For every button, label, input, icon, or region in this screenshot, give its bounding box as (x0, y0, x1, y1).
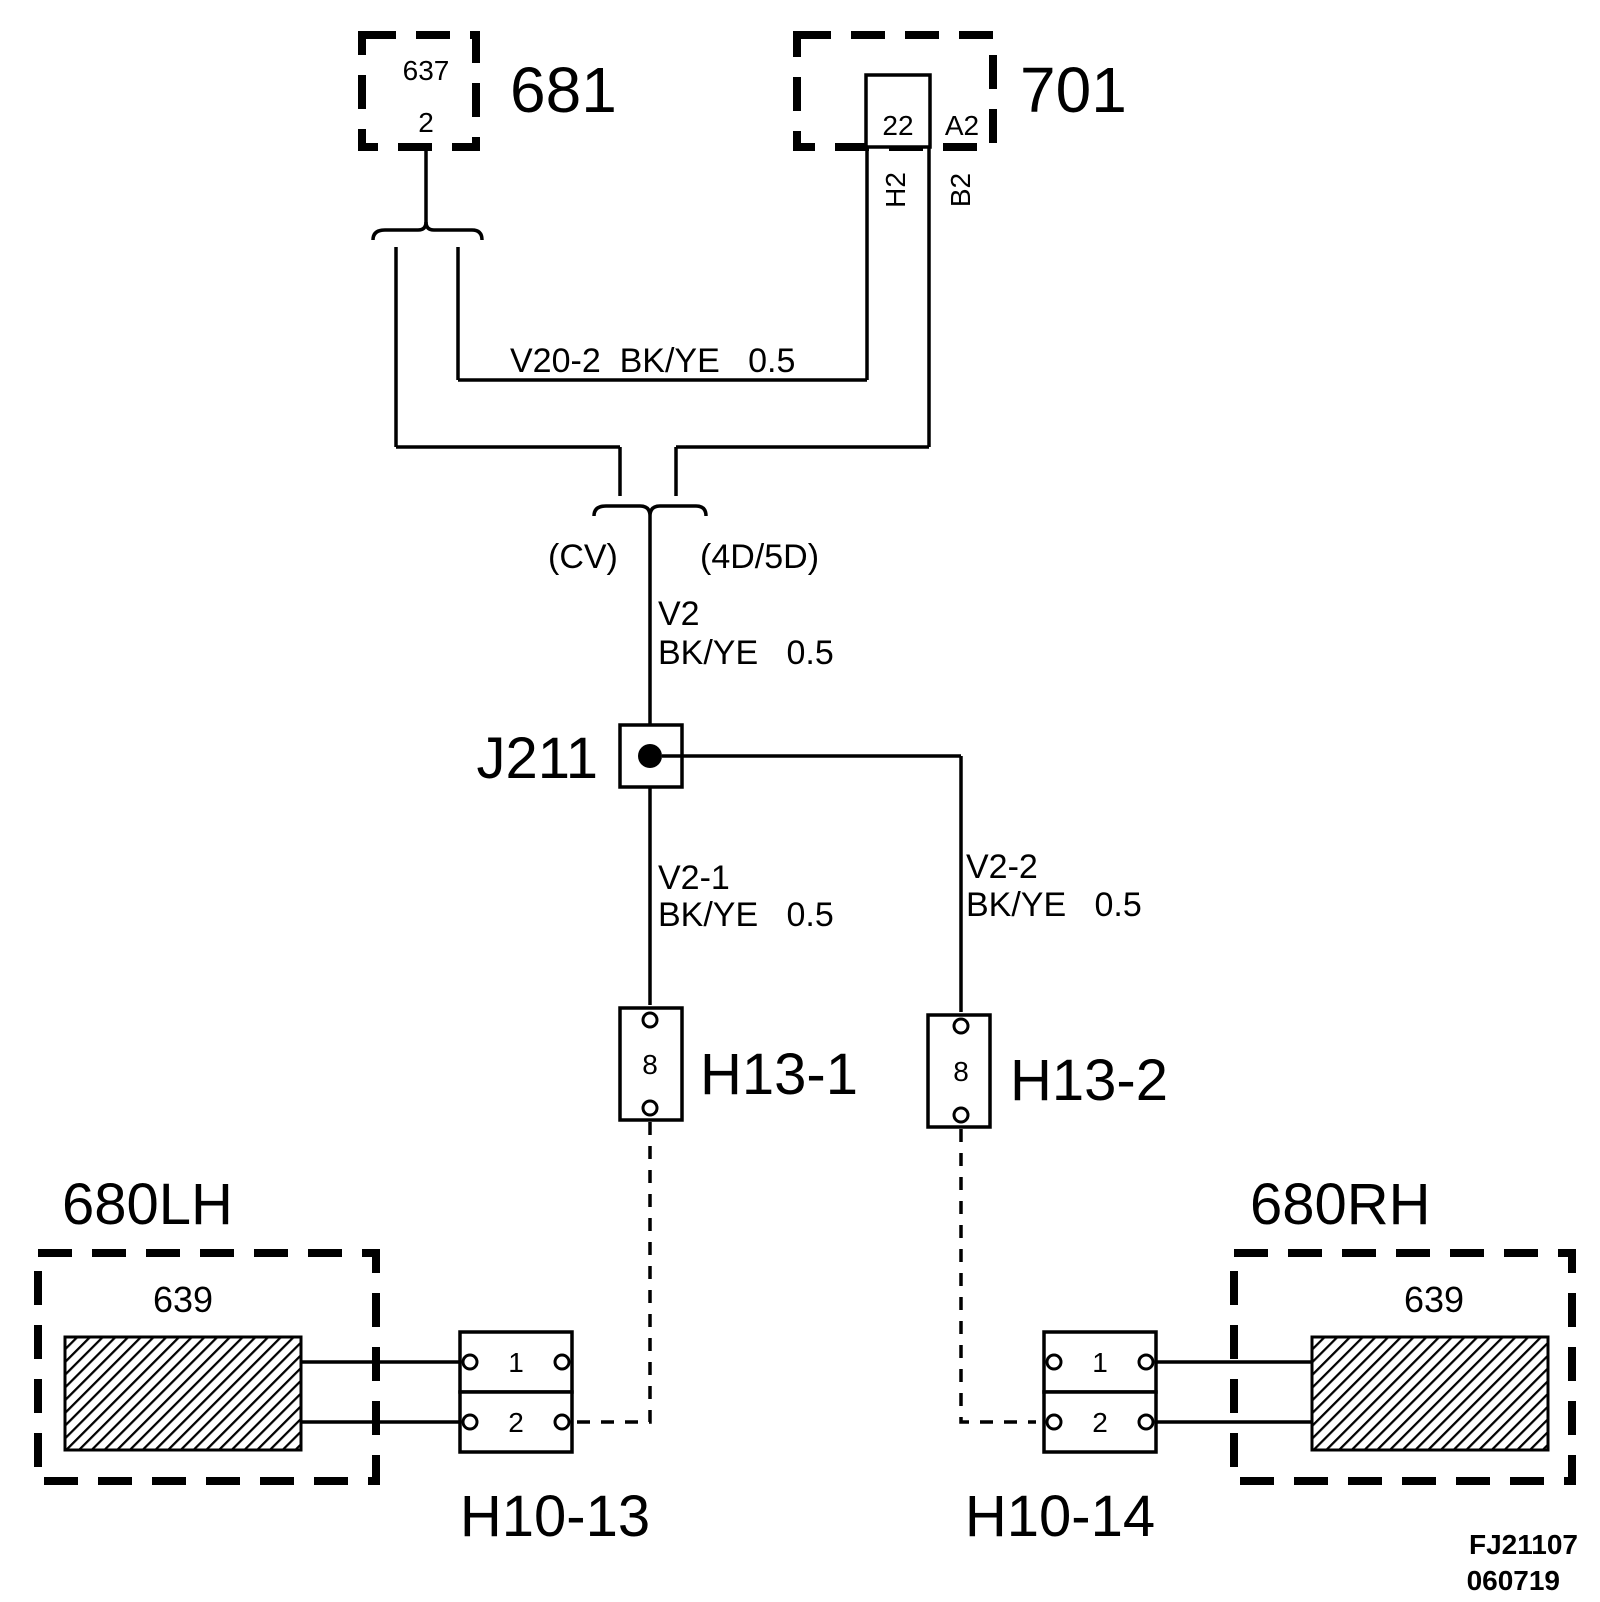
connector-h10-14-pin2-cell (1042, 1390, 1158, 1454)
wire-v2-id: V2 (658, 595, 700, 633)
connector-h13-2-label: H13-2 (1010, 1048, 1168, 1113)
connector-h13-2: 8 H13-2 (926, 1013, 1168, 1129)
connector-701-wire-b2: B2 (945, 173, 976, 207)
connector-h13-2-pin: 8 (953, 1056, 969, 1087)
figure-date: 060719 (1467, 1565, 1560, 1596)
wire-v20-2-label: V20-2 BK/YE 0.5 (510, 342, 795, 380)
figure-code: FJ21107 (1469, 1529, 1578, 1560)
lamp-680rh-element (1310, 1335, 1550, 1452)
optional-link-right (959, 1129, 1036, 1424)
lamp-680rh-inner-label: 639 (1404, 1279, 1464, 1320)
connector-h10-14: 1 2 H10-14 (965, 1330, 1158, 1549)
connector-h10-14-pin2: 2 (1092, 1407, 1108, 1438)
connector-h10-13-pin1-cell (458, 1330, 574, 1394)
lamp-680lh-outline (34, 1249, 380, 1485)
connector-681-sub-top: 637 (403, 55, 450, 86)
lamp-680rh-outline (1230, 1249, 1576, 1485)
connector-h13-1-label: H13-1 (700, 1042, 858, 1107)
lamp-680lh-inner-label: 639 (153, 1279, 213, 1320)
lamp-680lh: 680LH 639 (34, 1172, 460, 1485)
wire-v2-1-spec: BK/YE 0.5 (658, 896, 834, 934)
connector-h10-13: 1 2 H10-13 (458, 1330, 650, 1549)
splice-brace-variant (592, 504, 708, 517)
connector-h10-13-pin2: 2 (508, 1407, 524, 1438)
connector-701-pin-b: A2 (945, 110, 979, 141)
connector-701-pin-a: 22 (882, 110, 913, 141)
connector-701-wire-h2: H2 (880, 172, 911, 208)
junction-j211-dot (638, 744, 662, 768)
connector-h10-14-label: H10-14 (965, 1484, 1155, 1549)
connector-701-pin-box (864, 73, 932, 149)
connector-681-outline (358, 31, 480, 151)
junction-j211-label: J211 (477, 726, 598, 791)
connector-h10-13-pin1: 1 (508, 1347, 524, 1378)
connector-h13-1: 8 H13-1 (618, 1006, 858, 1122)
lamp-680lh-element (63, 1335, 303, 1452)
variant-4d5d-label: (4D/5D) (700, 538, 819, 576)
splice-brace-top (371, 221, 484, 241)
lamp-680lh-label: 680LH (62, 1172, 233, 1237)
connector-701-label: 701 (1020, 54, 1127, 126)
wire-v2-2-spec: BK/YE 0.5 (966, 886, 1142, 924)
connector-h10-14-pin1-cell (1042, 1330, 1158, 1394)
wire-v2-1-id: V2-1 (658, 859, 730, 897)
lamp-680rh-label: 680RH (1250, 1172, 1431, 1237)
connector-681-label: 681 (510, 54, 617, 126)
connector-681-pin: 2 (418, 107, 434, 138)
connector-h13-1-pin: 8 (642, 1049, 658, 1080)
connector-681: 637 2 681 (358, 31, 617, 151)
connector-701: 22 A2 701 H2 B2 (793, 31, 1127, 208)
connector-h10-13-pin2-cell (458, 1390, 574, 1454)
connector-h10-14-pin1: 1 (1092, 1347, 1108, 1378)
wire-v2-spec: BK/YE 0.5 (658, 634, 834, 672)
optional-link-left (575, 1122, 652, 1424)
upper-wiring (371, 147, 931, 725)
lamp-680rh: 680RH 639 (1156, 1172, 1576, 1485)
connector-h10-13-label: H10-13 (460, 1484, 650, 1549)
variant-cv-label: (CV) (548, 538, 618, 576)
junction-j211: J211 (477, 723, 684, 791)
wire-v2-2-id: V2-2 (966, 848, 1038, 886)
